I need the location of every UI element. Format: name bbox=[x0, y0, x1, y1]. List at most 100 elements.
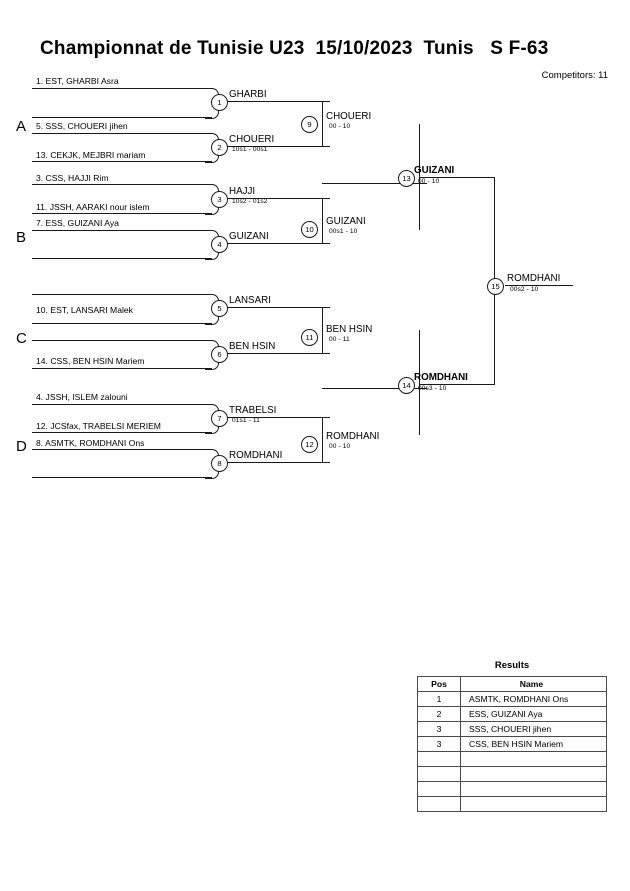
match-score-14: 00s3 - 10 bbox=[418, 385, 447, 392]
result-name: ESS, GUIZANI Aya bbox=[460, 706, 607, 722]
match-winner-15: ROMDHANI bbox=[507, 273, 561, 284]
entry-line bbox=[32, 323, 212, 324]
match-node-11[interactable]: 11 bbox=[301, 329, 318, 346]
match-score-2: 10s1 - 00s1 bbox=[232, 146, 268, 153]
entry-line bbox=[32, 340, 212, 341]
match-node-6[interactable]: 6 bbox=[211, 346, 228, 363]
match-winner-10: GUIZANI bbox=[326, 216, 366, 227]
table-row[interactable] bbox=[417, 766, 607, 782]
match-node-5[interactable]: 5 bbox=[211, 300, 228, 317]
entry-line bbox=[32, 184, 212, 185]
result-pos bbox=[417, 766, 461, 782]
match-winner-3: HAJJI bbox=[229, 186, 256, 197]
result-name bbox=[460, 781, 607, 797]
result-pos: 1 bbox=[417, 691, 461, 707]
match-score-13: 00 - 10 bbox=[418, 178, 440, 185]
match-node-4[interactable]: 4 bbox=[211, 236, 228, 253]
match-winner-6: BEN HSIN bbox=[229, 341, 276, 352]
results-col-name: Name bbox=[460, 676, 607, 692]
result-pos bbox=[417, 781, 461, 797]
round3-connector bbox=[419, 183, 420, 230]
round3-connector bbox=[419, 330, 420, 388]
round2-connector bbox=[322, 417, 323, 462]
entry-line bbox=[32, 432, 212, 433]
round3-line bbox=[322, 183, 427, 184]
entry-line bbox=[32, 88, 212, 89]
group-letter-a: A bbox=[16, 118, 27, 135]
results-table: Pos Name 1 ASMTK, ROMDHANI Ons 2 ESS, GU… bbox=[417, 676, 607, 812]
group-letter-b: B bbox=[16, 229, 27, 246]
match-node-1[interactable]: 1 bbox=[211, 94, 228, 111]
table-row[interactable] bbox=[417, 781, 607, 797]
round2-line bbox=[225, 353, 330, 354]
match-node-10[interactable]: 10 bbox=[301, 221, 318, 238]
match-winner-4: GUIZANI bbox=[229, 231, 269, 242]
round2-connector bbox=[322, 198, 323, 243]
entry-line bbox=[32, 213, 212, 214]
table-row[interactable]: 1 ASMTK, ROMDHANI Ons bbox=[417, 691, 607, 707]
result-name bbox=[460, 766, 607, 782]
final-line bbox=[419, 384, 495, 385]
entry-line bbox=[32, 294, 212, 295]
match-score-11: 00 - 11 bbox=[329, 336, 350, 343]
round2-line bbox=[225, 307, 330, 308]
entry-label: 11. JSSH, AARAKI nour islem bbox=[36, 202, 150, 212]
round3-connector bbox=[419, 124, 420, 183]
table-row[interactable] bbox=[417, 751, 607, 767]
result-name: ASMTK, ROMDHANI Ons bbox=[460, 691, 607, 707]
round3-connector bbox=[419, 388, 420, 435]
entry-label: 1. EST, GHARBI Asra bbox=[36, 76, 119, 86]
results-col-pos: Pos bbox=[417, 676, 461, 692]
match-score-12: 00 - 10 bbox=[329, 443, 351, 450]
match-winner-11: BEN HSIN bbox=[326, 324, 373, 335]
entry-line bbox=[32, 368, 212, 369]
match-score-10: 00s1 - 10 bbox=[329, 228, 358, 235]
match-node-12[interactable]: 12 bbox=[301, 436, 318, 453]
entry-label: 7. ESS, GUIZANI Aya bbox=[36, 218, 119, 228]
match-score-9: 00 - 10 bbox=[329, 123, 351, 130]
match-node-13[interactable]: 13 bbox=[398, 170, 415, 187]
entry-line bbox=[32, 133, 212, 134]
table-row[interactable]: 3 CSS, BEN HSIN Mariem bbox=[417, 736, 607, 752]
results-title: Results bbox=[494, 660, 530, 671]
match-score-15: 00s2 - 10 bbox=[510, 286, 539, 293]
match-node-14[interactable]: 14 bbox=[398, 377, 415, 394]
table-row[interactable] bbox=[417, 796, 607, 812]
entry-label: 8. ASMTK, ROMDHANI Ons bbox=[36, 438, 145, 448]
match-node-3[interactable]: 3 bbox=[211, 191, 228, 208]
entry-label: 13. CEKJK, MEJBRI mariam bbox=[36, 150, 146, 160]
entry-line bbox=[32, 477, 212, 478]
result-pos: 3 bbox=[417, 721, 461, 737]
match-node-2[interactable]: 2 bbox=[211, 139, 228, 156]
match-score-3: 10s2 - 01s2 bbox=[232, 198, 268, 205]
table-row[interactable]: 2 ESS, GUIZANI Aya bbox=[417, 706, 607, 722]
result-name: SSS, CHOUERI jihen bbox=[460, 721, 607, 737]
entry-line bbox=[32, 161, 212, 162]
page-title: Championnat de Tunisie U23 15/10/2023 Tu… bbox=[40, 38, 549, 59]
entry-label: 3. CSS, HAJJI Rim bbox=[36, 173, 109, 183]
match-node-15[interactable]: 15 bbox=[487, 278, 504, 295]
result-pos bbox=[417, 751, 461, 767]
entry-line bbox=[32, 449, 212, 450]
match-score-7: 01s1 - 11 bbox=[232, 417, 260, 424]
match-winner-5: LANSARI bbox=[229, 295, 271, 306]
match-winner-9: CHOUERI bbox=[326, 111, 372, 122]
round2-line bbox=[225, 462, 330, 463]
match-winner-13: GUIZANI bbox=[414, 165, 455, 176]
round2-line bbox=[225, 101, 330, 102]
table-row[interactable]: 3 SSS, CHOUERI jihen bbox=[417, 721, 607, 737]
match-winner-12: ROMDHANI bbox=[326, 431, 380, 442]
result-name: CSS, BEN HSIN Mariem bbox=[460, 736, 607, 752]
entry-label: 14. CSS, BEN HSIN Mariem bbox=[36, 356, 145, 366]
group-letter-c: C bbox=[16, 330, 27, 347]
match-node-8[interactable]: 8 bbox=[211, 455, 228, 472]
result-name bbox=[460, 751, 607, 767]
result-pos: 2 bbox=[417, 706, 461, 722]
competitors-count: Competitors: 11 bbox=[541, 70, 608, 81]
match-node-7[interactable]: 7 bbox=[211, 410, 228, 427]
results-header-row: Pos Name bbox=[417, 676, 607, 692]
match-node-9[interactable]: 9 bbox=[301, 116, 318, 133]
entry-line bbox=[32, 404, 212, 405]
final-line bbox=[419, 177, 495, 178]
